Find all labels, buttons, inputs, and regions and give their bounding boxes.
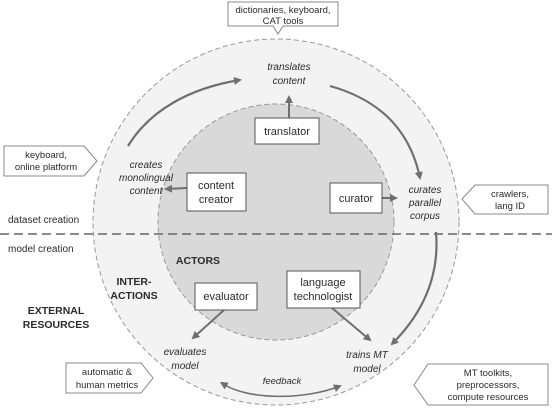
interaction-creates-2: monolingual <box>119 173 174 184</box>
resource-top-line1: dictionaries, keyboard, <box>235 5 330 16</box>
feedback-arc-arrow <box>219 381 342 398</box>
arrow-technologist-to-trains <box>331 307 372 342</box>
resource-top-line2: CAT tools <box>263 16 304 27</box>
actor-language-technologist: language technologist <box>286 270 361 309</box>
actor-evaluator: evaluator <box>194 282 258 311</box>
actor-translator-label: translator <box>264 126 310 138</box>
resource-bottom-right-line1: MT toolkits, <box>464 368 512 379</box>
resource-bottom-right-line3: compute resources <box>448 392 529 403</box>
arrow-translates-to-curates <box>329 84 423 180</box>
actor-content-creator-label-2: creator <box>199 194 234 206</box>
arrow-creates-to-translates <box>127 77 242 147</box>
interaction-translates-2: content <box>273 76 307 87</box>
resource-bottom-right-line2: preprocessors, <box>457 380 520 391</box>
actors-heading: ACTORS <box>176 255 220 267</box>
actor-curator-label: curator <box>339 193 374 205</box>
arrow-content-creator-to-creates <box>164 184 188 193</box>
actor-curator: curator <box>329 182 383 214</box>
external-resources-heading-1: EXTERNAL <box>28 305 85 317</box>
interaction-evaluates-1: evaluates <box>164 347 207 358</box>
resource-bottom-left-callout: automatic & human metrics <box>65 362 154 394</box>
interaction-creates-3: content <box>130 186 164 197</box>
arrow-curates-to-trains <box>390 231 438 346</box>
interaction-curates-1: curates <box>409 185 442 196</box>
resource-left-line1: keyboard, <box>25 150 67 161</box>
interaction-curates-3: corpus <box>410 211 440 222</box>
interaction-feedback: feedback <box>263 376 303 387</box>
section-label-model-creation: model creation <box>8 244 74 255</box>
resource-right-line2: lang ID <box>495 201 525 212</box>
interaction-trains-2: model <box>353 364 381 375</box>
resource-bottom-left-line1: automatic & <box>82 367 133 378</box>
resource-left-line2: online platform <box>15 162 77 173</box>
interactions-heading-2: ACTIONS <box>110 290 157 302</box>
resource-bottom-right-callout: MT toolkits, preprocessors, compute reso… <box>413 363 549 406</box>
resource-left-callout: keyboard, online platform <box>3 145 98 177</box>
resource-right-callout: crawlers, lang ID <box>461 184 549 215</box>
resource-bottom-left-line2: human metrics <box>76 380 139 391</box>
actor-language-technologist-label-2: technologist <box>294 291 353 303</box>
actor-language-technologist-label-1: language <box>300 277 345 289</box>
interaction-curates-2: parallel <box>408 198 442 209</box>
actor-content-creator-label-1: content <box>198 180 234 192</box>
interaction-creates-1: creates <box>130 160 163 171</box>
section-label-dataset-creation: dataset creation <box>8 215 79 226</box>
interactions-heading-1: INTER- <box>117 276 153 288</box>
actor-evaluator-label: evaluator <box>203 291 249 303</box>
resource-top-callout: dictionaries, keyboard, CAT tools <box>227 1 339 35</box>
external-resources-heading-2: RESOURCES <box>23 319 90 331</box>
actor-content-creator: content creator <box>186 172 247 212</box>
interaction-trains-1: trains MT <box>346 350 389 361</box>
interaction-translates-1: translates <box>267 62 310 73</box>
resource-right-line1: crawlers, <box>491 189 529 200</box>
arrow-evaluator-to-evaluates <box>191 309 225 340</box>
interaction-evaluates-2: model <box>171 361 199 372</box>
actor-translator: translator <box>254 117 320 145</box>
